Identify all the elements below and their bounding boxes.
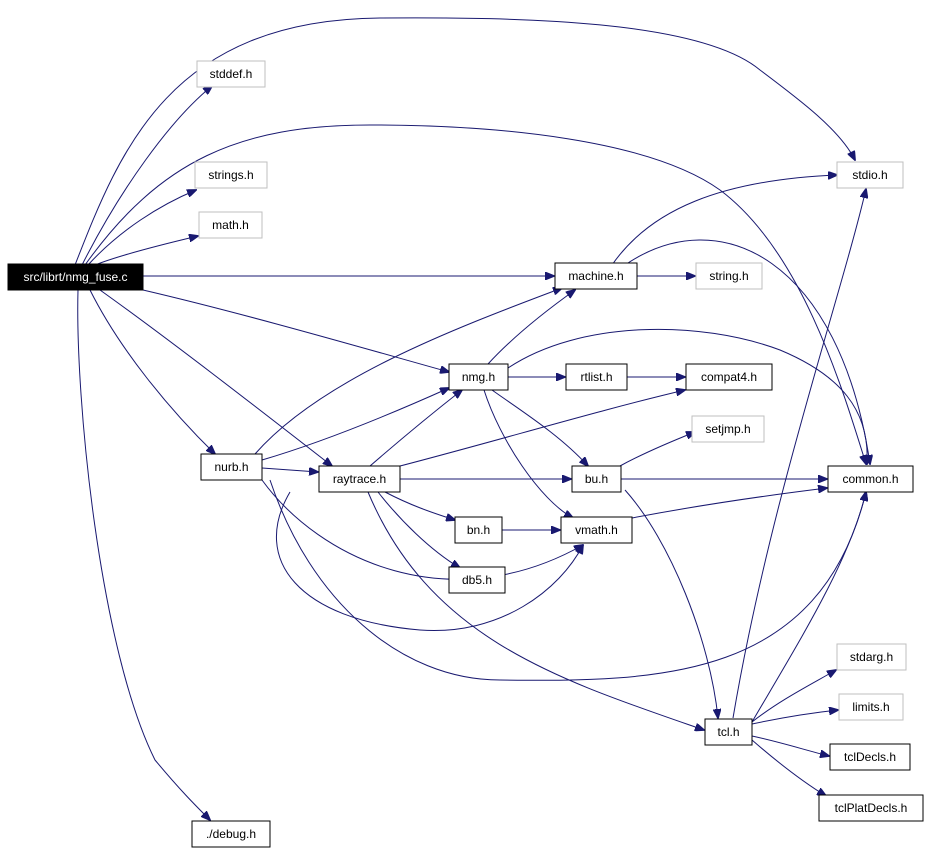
edge-raytrace-compat4	[399, 390, 685, 467]
node-label-setjmp: setjmp.h	[705, 422, 750, 436]
node-label-tclDecls: tclDecls.h	[844, 750, 896, 764]
edge-root-nurb	[89, 289, 215, 454]
edge-root-nmg	[142, 289, 449, 372]
node-common[interactable]: common.h	[827, 465, 914, 493]
node-debug[interactable]: ./debug.h	[191, 820, 271, 848]
node-label-root: src/librt/nmg_fuse.c	[23, 270, 127, 284]
edge-bu-setjmp	[619, 432, 695, 467]
node-label-common: common.h	[842, 472, 898, 486]
node-setjmp[interactable]: setjmp.h	[691, 415, 765, 443]
node-label-raytrace: raytrace.h	[333, 472, 386, 486]
node-label-rtlist: rtlist.h	[580, 370, 612, 384]
node-tclPlatDecls[interactable]: tclPlatDecls.h	[818, 794, 924, 822]
edge-raytrace-vmath	[275, 491, 583, 632]
edge-root-raytrace	[99, 289, 332, 466]
node-label-limits: limits.h	[852, 700, 889, 714]
node-stddef[interactable]: stddef.h	[196, 60, 266, 88]
edge-nurb-common	[269, 479, 866, 681]
node-label-vmath: vmath.h	[575, 523, 618, 537]
node-bn[interactable]: bn.h	[454, 516, 503, 544]
edge-root-strings	[87, 190, 196, 266]
edge-raytrace-tcl	[367, 491, 704, 730]
node-label-debug: ./debug.h	[206, 827, 256, 841]
edge-nmg-common	[507, 328, 867, 464]
node-db5[interactable]: db5.h	[448, 566, 506, 594]
node-label-tcl: tcl.h	[717, 725, 739, 739]
node-label-string: string.h	[709, 269, 748, 283]
node-stdio[interactable]: stdio.h	[836, 161, 904, 189]
node-label-tclPlatDecls: tclPlatDecls.h	[835, 801, 908, 815]
edges-layer	[74, 17, 870, 820]
edge-nmg-vmath	[483, 389, 573, 518]
node-label-bn: bn.h	[467, 523, 490, 537]
node-label-machine: machine.h	[568, 269, 623, 283]
node-stdarg[interactable]: stdarg.h	[836, 643, 907, 671]
node-nurb[interactable]: nurb.h	[200, 453, 263, 481]
node-label-stdio: stdio.h	[852, 168, 887, 182]
edge-machine-stdio	[611, 175, 837, 266]
edge-nmg-machine	[487, 290, 575, 365]
edge-root-stddef	[81, 86, 212, 266]
edge-tcl-limits	[751, 710, 838, 725]
node-label-strings: strings.h	[208, 168, 253, 182]
edge-tcl-stdarg	[751, 670, 836, 723]
node-strings[interactable]: strings.h	[194, 161, 268, 189]
edge-tcl-common	[751, 492, 866, 723]
node-vmath[interactable]: vmath.h	[560, 516, 633, 544]
edge-root-debug	[77, 289, 210, 820]
node-label-math: math.h	[212, 218, 249, 232]
edge-nurb-raytrace	[261, 468, 318, 472]
node-nmg[interactable]: nmg.h	[448, 363, 509, 391]
edge-tcl-tclPlatDecls	[751, 739, 826, 796]
node-root[interactable]: src/librt/nmg_fuse.c	[7, 263, 144, 291]
edge-nurb-machine	[254, 288, 562, 455]
node-limits[interactable]: limits.h	[838, 693, 904, 721]
edge-tcl-stdio	[732, 189, 866, 719]
node-label-stdarg: stdarg.h	[850, 650, 893, 664]
edge-nmg-bu	[491, 389, 588, 466]
node-label-nmg: nmg.h	[462, 370, 495, 384]
edge-bu-tcl	[624, 489, 718, 718]
edge-raytrace-db5	[377, 491, 460, 568]
node-math[interactable]: math.h	[198, 211, 263, 239]
node-rtlist[interactable]: rtlist.h	[565, 363, 628, 391]
edge-tcl-tclDecls	[751, 735, 829, 756]
edge-root-common	[84, 124, 866, 464]
node-machine[interactable]: machine.h	[554, 262, 638, 290]
edge-nurb-nmg	[261, 388, 449, 461]
node-label-db5: db5.h	[462, 573, 492, 587]
nodes-layer: src/librt/nmg_fuse.c stddef.h strings.h …	[7, 60, 924, 848]
node-label-compat4: compat4.h	[701, 370, 757, 384]
node-string[interactable]: string.h	[695, 262, 763, 290]
edge-nurb-vmath	[261, 479, 583, 580]
edge-root-stdio	[74, 17, 855, 266]
node-tcl[interactable]: tcl.h	[704, 718, 753, 746]
edge-root-math	[94, 236, 198, 266]
node-label-bu: bu.h	[585, 472, 608, 486]
edge-machine-common	[624, 239, 870, 464]
node-compat4[interactable]: compat4.h	[685, 363, 773, 391]
edge-raytrace-nmg	[369, 390, 462, 467]
node-label-nurb: nurb.h	[214, 460, 248, 474]
node-label-stddef: stddef.h	[210, 67, 253, 81]
node-bu[interactable]: bu.h	[571, 465, 622, 493]
node-raytrace[interactable]: raytrace.h	[318, 465, 401, 493]
edge-vmath-common	[631, 488, 827, 519]
node-tclDecls[interactable]: tclDecls.h	[829, 743, 911, 771]
edge-raytrace-bn	[384, 491, 455, 520]
